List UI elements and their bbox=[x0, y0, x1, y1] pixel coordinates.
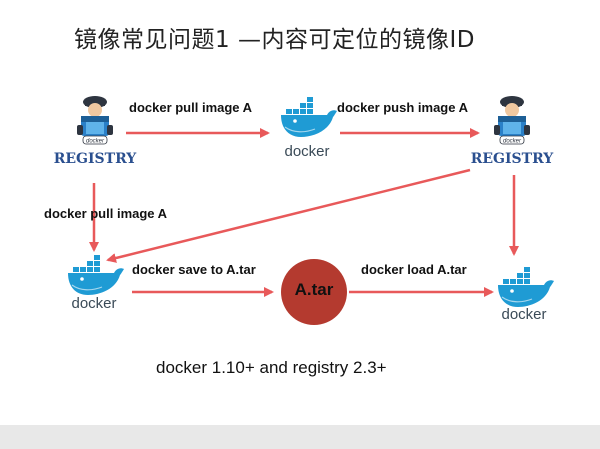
docker-right-whale-icon bbox=[497, 266, 555, 308]
docker-right-node: docker bbox=[497, 266, 555, 323]
registry-right-name: REGISTRY bbox=[471, 151, 555, 167]
docker-top-node: docker bbox=[280, 96, 338, 160]
docker-left-node: docker bbox=[67, 254, 125, 312]
slide-title: 镜像常见问题1 —内容可定位的镜像ID bbox=[74, 27, 475, 53]
registry-right-badge: docker bbox=[503, 139, 522, 145]
tar-node bbox=[281, 259, 347, 325]
registry-left-icon bbox=[77, 96, 113, 136]
label-save: docker save to A.tar bbox=[132, 262, 256, 277]
tar-label: A.tar bbox=[294, 280, 334, 299]
registry-left-name: REGISTRY bbox=[54, 151, 138, 167]
version-caption: docker 1.10+ and registry 2.3+ bbox=[156, 358, 387, 377]
docker-top-name: docker bbox=[284, 143, 329, 160]
docker-left-whale-icon bbox=[67, 254, 125, 296]
slide: 镜像常见问题1 —内容可定位的镜像ID bbox=[44, 27, 555, 377]
docker-left-name: docker bbox=[71, 295, 116, 312]
registry-left-badge: docker bbox=[86, 139, 105, 145]
label-load: docker load A.tar bbox=[361, 262, 467, 277]
registry-left-node: docker REGISTRY bbox=[54, 96, 138, 167]
footer-bar bbox=[0, 425, 600, 449]
label-push-top: docker push image A bbox=[337, 100, 468, 115]
docker-top-whale-icon bbox=[280, 96, 338, 138]
label-pull-left: docker pull image A bbox=[44, 206, 168, 221]
docker-right-name: docker bbox=[501, 306, 546, 323]
edge-registry-to-left bbox=[106, 168, 471, 263]
label-pull-top: docker pull image A bbox=[129, 100, 253, 115]
flow-diagram: docker REGISTRY docker docker REGISTRY d… bbox=[54, 96, 555, 325]
registry-right-node: docker REGISTRY bbox=[471, 96, 555, 167]
registry-right-icon bbox=[494, 96, 530, 136]
